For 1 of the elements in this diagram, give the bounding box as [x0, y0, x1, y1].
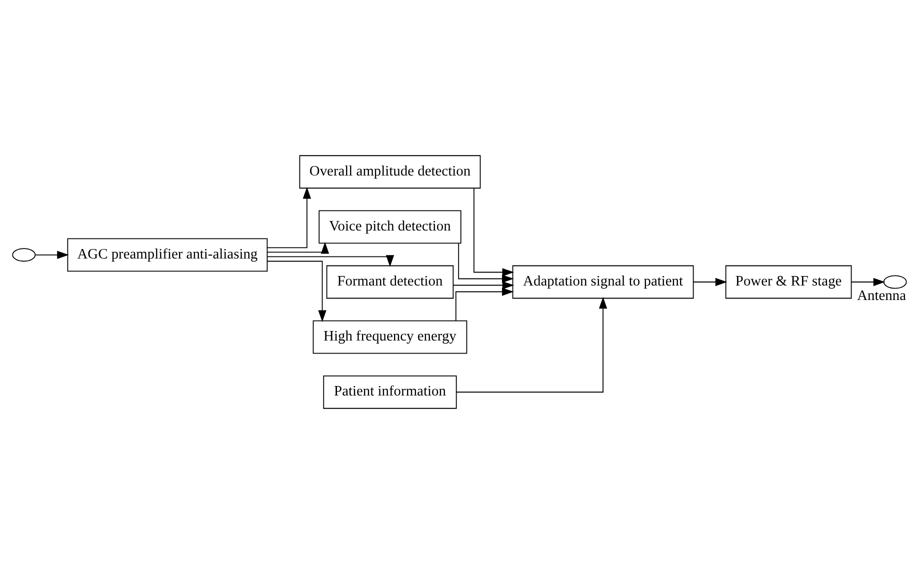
node-label: Antenna — [857, 287, 906, 304]
